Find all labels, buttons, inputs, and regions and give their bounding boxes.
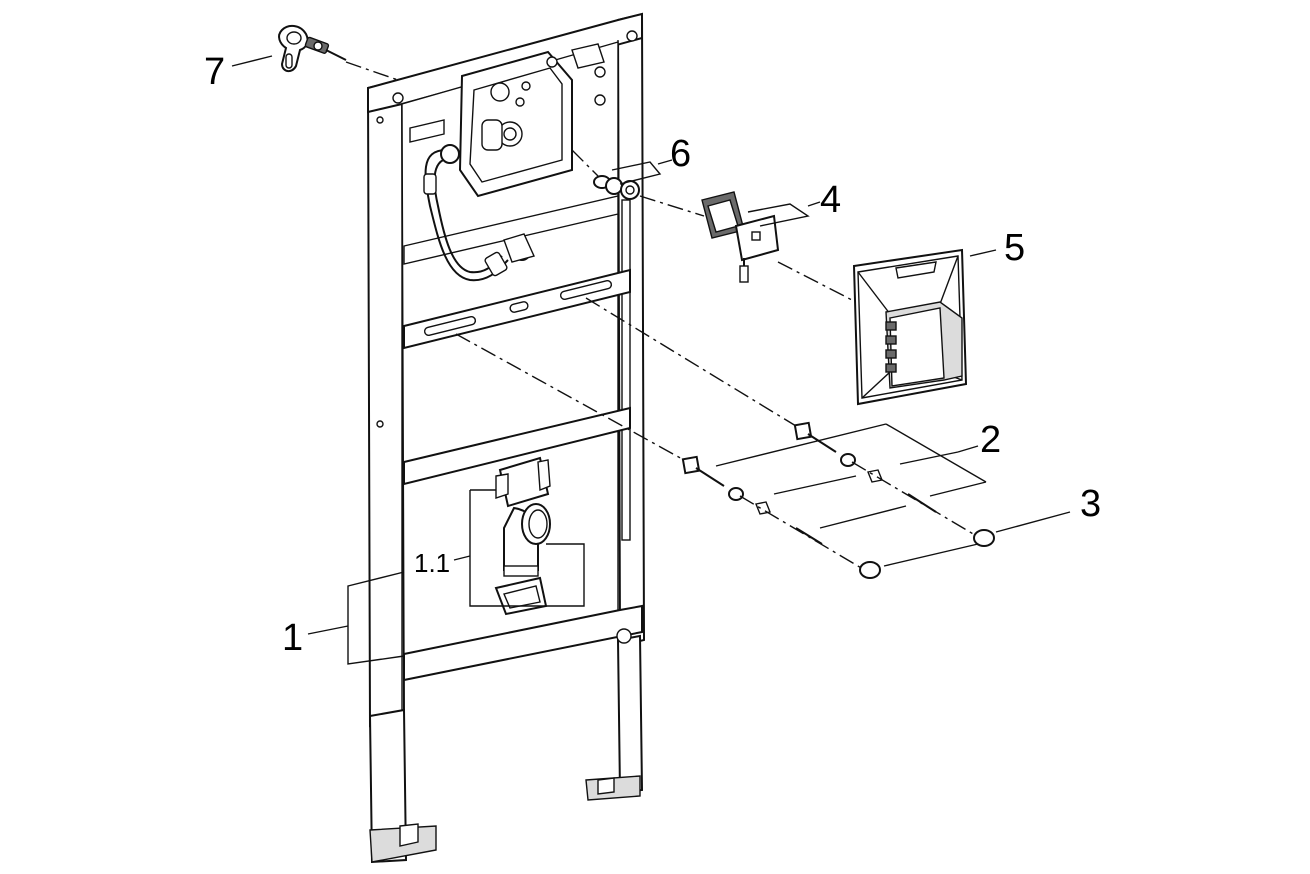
- connection-hose: [423, 144, 535, 282]
- callout-1-bracket: [307, 571, 405, 665]
- callout-3: 3: [1080, 483, 1101, 525]
- fixing-bolt-set: [455, 297, 987, 573]
- callout-7: 7: [204, 51, 225, 93]
- cover-slots: [885, 321, 897, 373]
- wall-bracket: [231, 24, 399, 81]
- callout-5: 5: [1004, 227, 1025, 269]
- fitting-nuts: [571, 149, 705, 217]
- callout-1-1: 1.1: [414, 548, 450, 578]
- end-cap: [859, 511, 1071, 579]
- flush-valve-box: [409, 43, 606, 198]
- cover-plate: [852, 248, 997, 406]
- drain-elbow: [494, 456, 551, 616]
- perforation-strip: [621, 199, 631, 541]
- electronic-module: [701, 191, 853, 301]
- callout-6: 6: [670, 133, 691, 175]
- callout-1: 1: [282, 617, 303, 659]
- cross-rails: [403, 195, 631, 486]
- callout-4: 4: [820, 179, 841, 221]
- callout-1-1-bracket: [453, 489, 585, 607]
- callout-2: 2: [980, 419, 1001, 461]
